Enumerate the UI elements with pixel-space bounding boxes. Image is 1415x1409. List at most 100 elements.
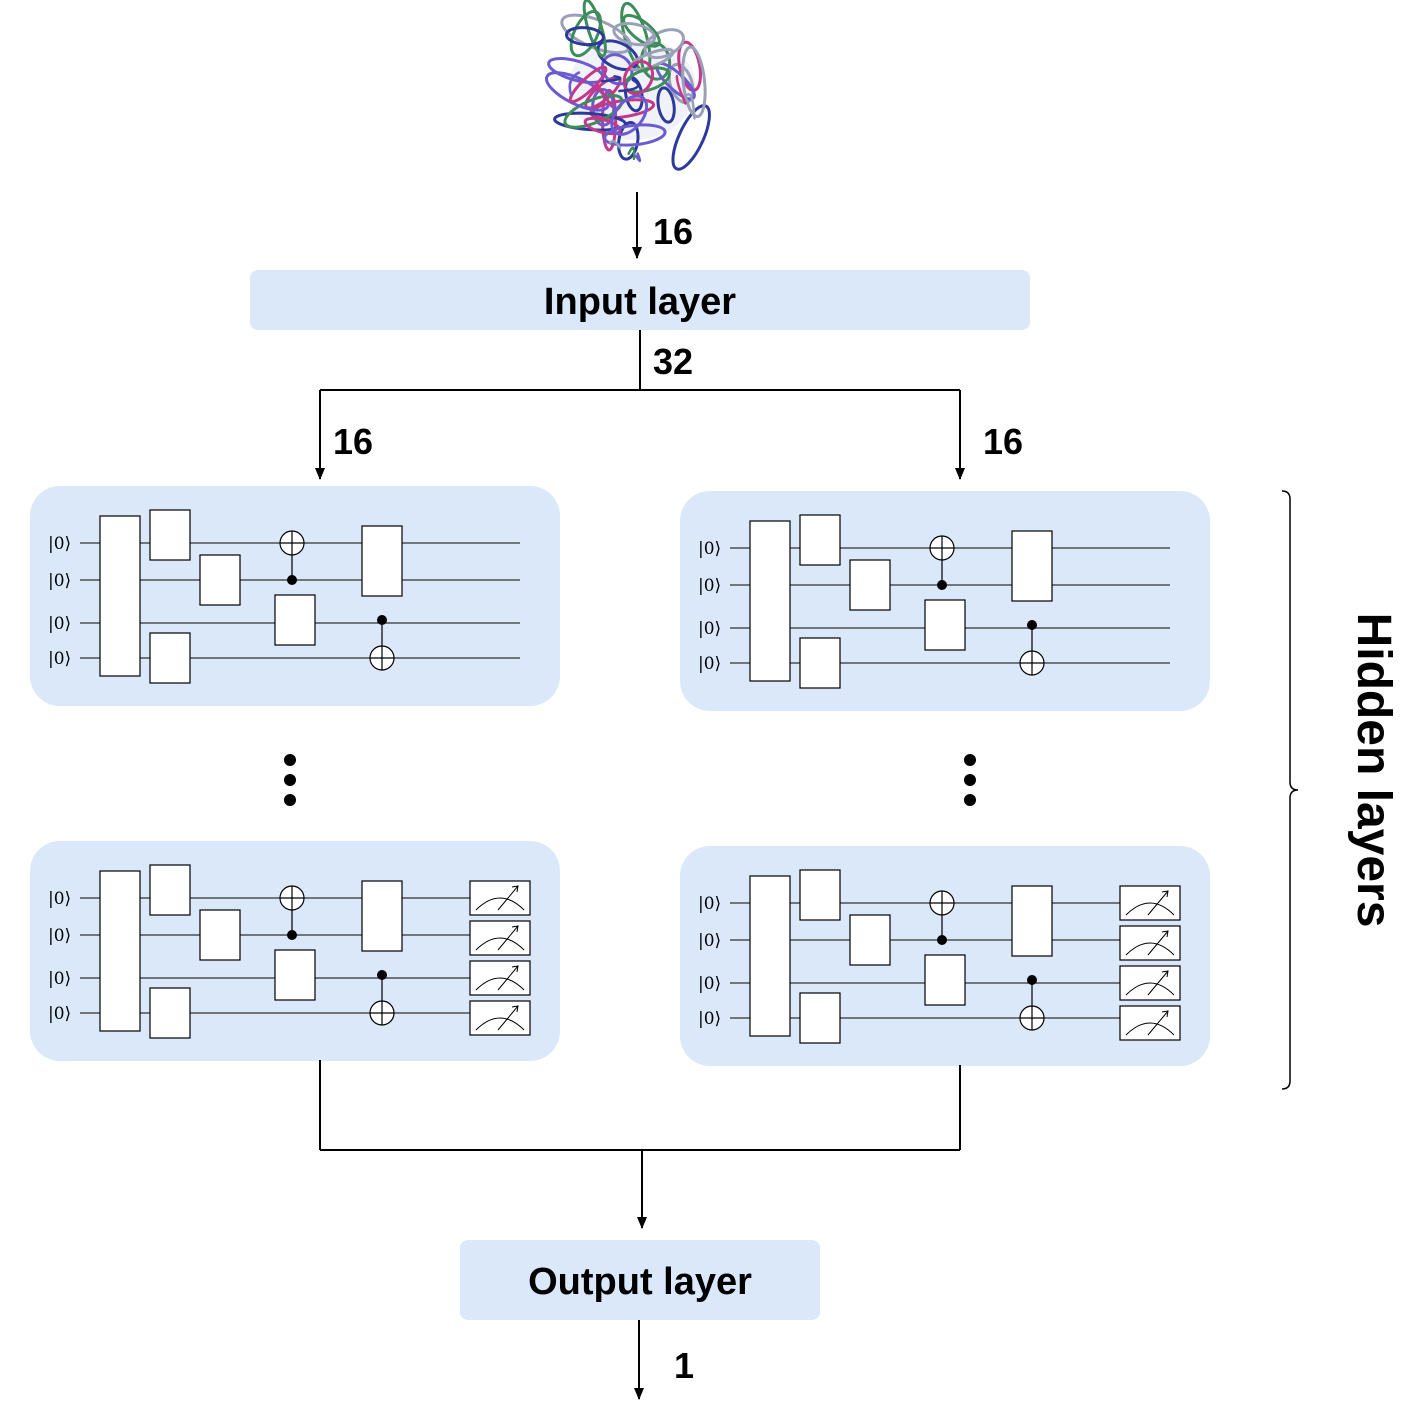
measurement-icon <box>469 960 531 996</box>
protein-helix <box>656 86 676 124</box>
protein-helix <box>568 65 608 104</box>
output-layer-box <box>460 1240 820 1320</box>
qubit-init-label: |0⟩ <box>698 654 721 674</box>
edge-label-branch-right: 16 <box>983 421 1023 462</box>
measurement-needle <box>1147 1010 1169 1036</box>
cnot-control-dot <box>377 615 387 625</box>
protein-loop <box>685 93 696 120</box>
qubit-init-label: |0⟩ <box>698 931 721 951</box>
gate-box <box>149 864 191 916</box>
qubit-init-label: |0⟩ <box>698 1009 721 1029</box>
cnot-control-dot <box>287 930 297 940</box>
measurement-arc <box>1125 982 1175 996</box>
gate-box <box>749 875 791 1037</box>
measurement-needle-tip <box>511 1005 519 1013</box>
protein-helix <box>564 26 605 47</box>
qubit-init-label: |0⟩ <box>48 614 71 634</box>
measurement-icon <box>469 880 531 916</box>
measurement-box <box>1119 1005 1181 1041</box>
measurement-icon <box>1119 885 1181 921</box>
edge-label-branch-left: 16 <box>333 421 373 462</box>
input-layer-label: Input layer <box>544 281 736 323</box>
protein-structure-image <box>545 0 711 171</box>
measurement-needle <box>497 885 519 911</box>
vertical-ellipsis-right <box>964 754 976 806</box>
gate-box <box>149 632 191 684</box>
measurement-needle <box>1147 970 1169 996</box>
protein-helix <box>582 0 607 58</box>
measurement-icon <box>469 1000 531 1036</box>
measurement-arc <box>1125 902 1175 916</box>
measurement-needle-tip <box>511 925 519 933</box>
protein-helix <box>603 123 667 147</box>
gate-box <box>199 909 241 961</box>
measurement-needle-tip <box>1161 970 1169 978</box>
qubit-init-label: |0⟩ <box>48 534 71 554</box>
measurement-needle <box>1147 930 1169 956</box>
measurement-needle <box>1147 890 1169 916</box>
measurement-needle-tip <box>1161 930 1169 938</box>
gate-box <box>361 525 403 597</box>
measurement-arc <box>1125 942 1175 956</box>
measurement-needle-tip <box>1161 1010 1169 1018</box>
edge-label-input-out: 32 <box>653 341 693 382</box>
qubit-init-label: |0⟩ <box>48 649 71 669</box>
protein-loop <box>594 83 614 108</box>
cnot-control-dot <box>287 575 297 585</box>
qubit-init-label: |0⟩ <box>698 576 721 596</box>
cnot-control-dot <box>937 580 947 590</box>
gate-box <box>361 880 403 952</box>
output-layer-label: Output layer <box>528 1261 752 1303</box>
qubit-init-label: |0⟩ <box>48 926 71 946</box>
gate-box <box>799 514 841 566</box>
gate-box <box>799 637 841 689</box>
protein-helix <box>612 22 657 47</box>
protein-loop <box>600 75 622 83</box>
protein-helix <box>553 111 627 132</box>
measurement-needle-tip <box>511 885 519 893</box>
qubit-init-label: |0⟩ <box>48 969 71 989</box>
gate-box <box>799 869 841 921</box>
hidden-layers-brace <box>1281 490 1299 1090</box>
protein-loop <box>618 78 640 93</box>
gate-box <box>1011 530 1053 602</box>
quantum-circuit-right-bottom: |0⟩|0⟩|0⟩|0⟩ <box>680 846 1210 1066</box>
measurement-icon <box>469 920 531 956</box>
hidden-layers-label: Hidden layers <box>1347 613 1400 928</box>
quantum-circuit-left-bottom: |0⟩|0⟩|0⟩|0⟩ <box>30 841 560 1061</box>
protein-loop <box>608 140 622 150</box>
gate-box <box>99 870 141 1032</box>
measurement-needle-tip <box>1161 890 1169 898</box>
edge-label-output-out: 1 <box>674 1345 694 1386</box>
protein-helix <box>622 60 655 96</box>
edge-label-protein-input: 16 <box>653 211 693 252</box>
gate-box <box>149 509 191 561</box>
cnot-control-dot <box>1027 620 1037 630</box>
protein-loop <box>568 71 581 96</box>
cnot-control-dot <box>937 935 947 945</box>
gate-box <box>849 559 891 611</box>
qubit-init-label: |0⟩ <box>698 894 721 914</box>
gate-box <box>849 914 891 966</box>
protein-helix <box>643 28 685 60</box>
gate-box <box>274 949 316 1001</box>
qubit-init-label: |0⟩ <box>698 539 721 559</box>
measurement-needle <box>497 925 519 951</box>
measurement-arc <box>475 897 525 911</box>
protein-helix <box>617 120 640 161</box>
measurement-icon <box>1119 965 1181 1001</box>
qubit-init-label: |0⟩ <box>48 889 71 909</box>
cnot-control-dot <box>377 970 387 980</box>
measurement-arc <box>1125 1022 1175 1036</box>
gate-box <box>799 992 841 1044</box>
protein-helix <box>583 116 622 136</box>
measurement-needle <box>497 1005 519 1031</box>
protein-helix <box>596 39 640 71</box>
protein-loop <box>627 146 636 161</box>
measurement-needle <box>497 965 519 991</box>
quantum-circuit-right-top: |0⟩|0⟩|0⟩|0⟩ <box>680 491 1210 711</box>
protein-loop <box>675 74 687 105</box>
measurement-arc <box>475 1017 525 1031</box>
protein-helix <box>563 94 624 129</box>
cnot-control-dot <box>1027 975 1037 985</box>
